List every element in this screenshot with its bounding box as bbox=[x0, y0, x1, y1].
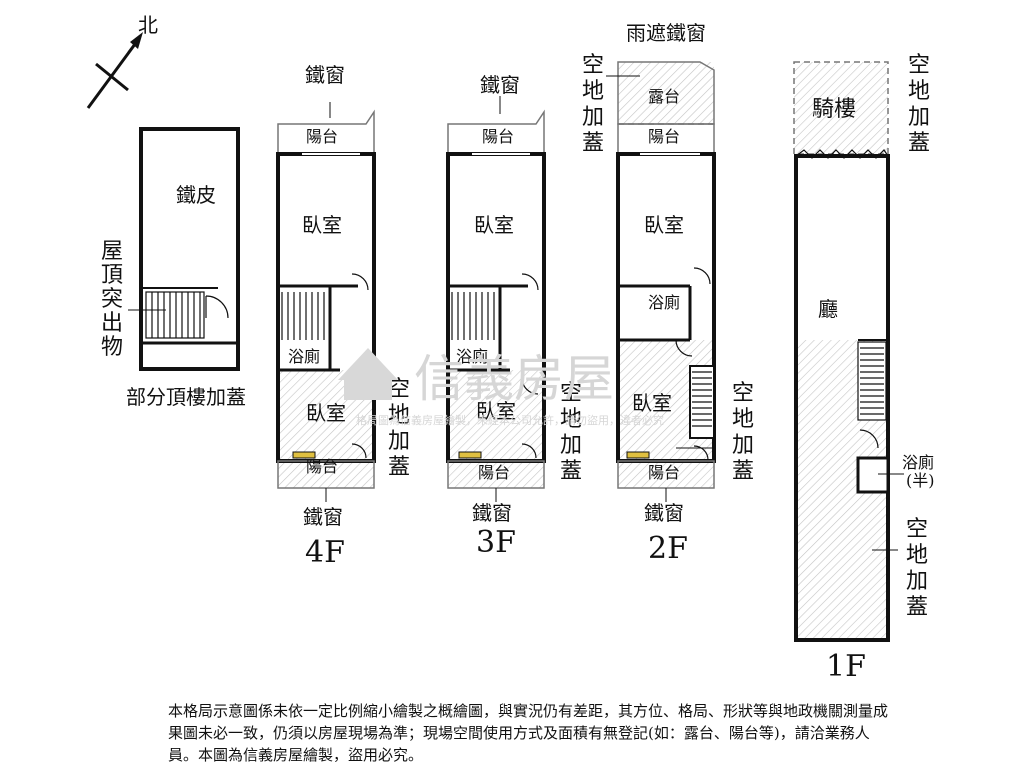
floor-3f-plan bbox=[446, 96, 546, 502]
floor-2f-bathroom-label: 浴廁 bbox=[648, 293, 680, 312]
north-label: 北 bbox=[138, 13, 158, 37]
roof-protrusion-label: 屋 頂 突 出 物 bbox=[101, 239, 123, 360]
floor-4f-window-bottom-label: 鐵窗 bbox=[303, 505, 343, 529]
svg-text:蓋: 蓋 bbox=[560, 459, 582, 484]
floor-4f-addition-label: 空 地 加 蓋 bbox=[388, 377, 410, 480]
floor-4f-bedroom-front-label: 臥室 bbox=[302, 213, 342, 237]
svg-text:加: 加 bbox=[560, 433, 582, 458]
roof-protrusion-char-1: 屋 bbox=[101, 239, 123, 264]
floor-4f-balcony-back-label: 陽台 bbox=[306, 457, 338, 476]
floor-plan-drawing: 北 鐵皮 屋 頂 突 出 物 部分頂樓加蓋 bbox=[86, 13, 935, 684]
roof-protrusion-char-3: 突 bbox=[101, 287, 123, 312]
floor-2f-awning-label: 雨遮鐵窗 bbox=[626, 21, 706, 45]
svg-text:加: 加 bbox=[732, 433, 754, 458]
svg-text:空: 空 bbox=[732, 381, 754, 406]
floor-1f-bathroom-half-label: (半) bbox=[906, 471, 935, 490]
svg-text:地: 地 bbox=[908, 79, 930, 104]
floor-2f-balcony-top-label: 陽台 bbox=[648, 127, 680, 146]
floor-2f-balcony-back-label: 陽台 bbox=[648, 463, 680, 482]
floor-3f-bedroom-front-label: 臥室 bbox=[474, 213, 514, 237]
svg-text:地: 地 bbox=[906, 543, 928, 568]
svg-text:空: 空 bbox=[388, 377, 410, 402]
floor-4f-bathroom-label: 浴廁 bbox=[288, 347, 320, 366]
svg-text:蓋: 蓋 bbox=[906, 595, 928, 620]
watermark-brand: 信義房屋 bbox=[414, 350, 614, 408]
roof-iron-label: 鐵皮 bbox=[176, 183, 216, 207]
svg-text:地: 地 bbox=[732, 407, 754, 432]
floor-1f-arcade-label: 騎樓 bbox=[812, 97, 856, 122]
floor-2f-bedroom-front-label: 臥室 bbox=[644, 213, 684, 237]
svg-text:蓋: 蓋 bbox=[582, 131, 604, 156]
svg-text:蓋: 蓋 bbox=[908, 131, 930, 156]
roof-protrusion-char-4: 出 bbox=[101, 311, 123, 336]
roof-partial-label: 部分頂樓加蓋 bbox=[126, 385, 246, 409]
floor-2f-plan bbox=[606, 61, 716, 502]
svg-text:加: 加 bbox=[908, 105, 930, 130]
floor-3f-addition-label: 空 地 加 蓋 bbox=[560, 381, 582, 484]
svg-text:蓋: 蓋 bbox=[388, 455, 410, 480]
svg-text:空: 空 bbox=[560, 381, 582, 406]
watermark-logo-icon bbox=[338, 348, 398, 400]
floor-4f-plan bbox=[276, 102, 376, 502]
roof-protrusion-char-5: 物 bbox=[101, 335, 123, 360]
svg-text:加: 加 bbox=[582, 105, 604, 130]
roof-protrusion-char-2: 頂 bbox=[101, 263, 123, 288]
svg-text:加: 加 bbox=[388, 429, 410, 454]
floor-2f-addition-top-label: 空 地 加 蓋 bbox=[582, 53, 604, 156]
floor-1f-bathroom-label: 浴廁 bbox=[902, 453, 934, 472]
floor-3f-bedroom-back-label: 臥室 bbox=[476, 399, 516, 423]
roof-plan bbox=[128, 127, 240, 371]
floor-3f-window-bottom-label: 鐵窗 bbox=[472, 501, 512, 525]
floor-2f-name: 2F bbox=[648, 531, 688, 566]
svg-text:加: 加 bbox=[906, 569, 928, 594]
floor-2f-bedroom-back-label: 臥室 bbox=[632, 391, 672, 415]
svg-text:空: 空 bbox=[906, 517, 928, 542]
roof-stairs bbox=[145, 291, 205, 339]
floor-2f-window-bottom-label: 鐵窗 bbox=[644, 501, 684, 525]
floor-2f-addition-label: 空 地 加 蓋 bbox=[732, 381, 754, 484]
north-arrow-icon bbox=[86, 32, 143, 109]
svg-text:空: 空 bbox=[582, 53, 604, 78]
floor-3f-bathroom-label: 浴廁 bbox=[456, 347, 488, 366]
floor-1f-addition-top-label: 空 地 加 蓋 bbox=[908, 53, 930, 156]
floor-4f-name: 4F bbox=[305, 535, 345, 570]
floor-1f-plan bbox=[793, 61, 904, 642]
watermark: 信義房屋 格局圖為信義房屋繪製，未經本公司允許，請勿盜用，違者必究 bbox=[338, 348, 664, 427]
floor-3f-name: 3F bbox=[476, 525, 516, 560]
floor-3f-window-top-label: 鐵窗 bbox=[480, 73, 520, 97]
svg-text:地: 地 bbox=[560, 407, 582, 432]
floor-3f-balcony-back-label: 陽台 bbox=[478, 463, 510, 482]
floor-4f-balcony-top-label: 陽台 bbox=[306, 127, 338, 146]
svg-text:地: 地 bbox=[582, 79, 604, 104]
svg-text:蓋: 蓋 bbox=[732, 459, 754, 484]
disclaimer-text: 本格局示意圖係未依一定比例縮小繪製之概繪圖，與實況仍有差距，其方位、格局、形狀等… bbox=[168, 702, 889, 764]
floor-3f-balcony-top-label: 陽台 bbox=[482, 127, 514, 146]
floor-1f-addition-label: 空 地 加 蓋 bbox=[906, 517, 928, 620]
svg-text:空: 空 bbox=[908, 53, 930, 78]
floor-2f-terrace-label: 露台 bbox=[648, 87, 680, 106]
floor-1f-living-label: 廳 bbox=[818, 297, 838, 321]
svg-text:地: 地 bbox=[388, 403, 410, 428]
floor-1f-name: 1F bbox=[826, 649, 866, 684]
watermark-notice: 格局圖為信義房屋繪製，未經本公司允許，請勿盜用，違者必究 bbox=[356, 413, 664, 427]
floor-4f-window-top-label: 鐵窗 bbox=[305, 63, 345, 87]
floor-4f-bedroom-back-label: 臥室 bbox=[306, 401, 346, 425]
